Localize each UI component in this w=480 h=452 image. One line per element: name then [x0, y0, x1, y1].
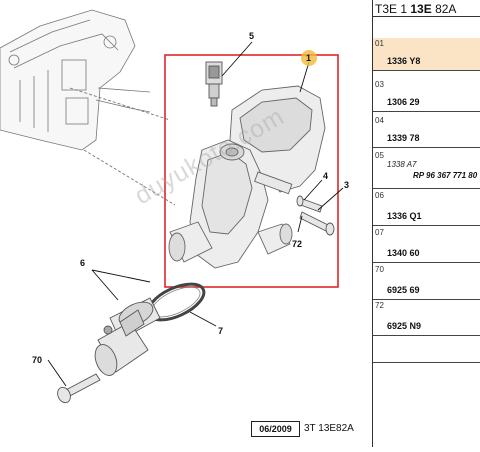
- part-number: 1336 Q1: [387, 211, 422, 221]
- callout-marker: [301, 50, 317, 66]
- thermostat-housing-drawing: 5 1 4 3 72 6 7 70: [0, 9, 349, 404]
- part-row-07[interactable]: 07 1340 60: [373, 227, 480, 263]
- part-index: 72: [375, 301, 384, 310]
- callout-3[interactable]: 3: [344, 180, 349, 190]
- bolts: [296, 195, 335, 236]
- part-reference: RP 96 367 771 80: [413, 171, 478, 180]
- thermostat-part: [94, 297, 161, 376]
- panel-divider: [373, 362, 480, 363]
- housing-part: [168, 85, 326, 269]
- leader-lines: [47, 41, 344, 387]
- part-number: 1339 78: [387, 133, 420, 143]
- callout-6[interactable]: 6: [80, 258, 85, 268]
- part-row-05[interactable]: 05 1338 A7 RP 96 367 771 80: [373, 150, 480, 189]
- part-index: 06: [375, 191, 384, 200]
- part-number: 6925 69: [387, 285, 420, 295]
- exploded-parts-diagram: 5 1 4 3 72 6 7 70 duyukoto.com 06/2009 3…: [0, 9, 354, 437]
- part-row-01[interactable]: 01 1336 Y8: [373, 38, 480, 71]
- part-number: 6925 N9: [387, 321, 422, 331]
- part-index: 07: [375, 228, 384, 237]
- part-number: 1340 60: [387, 248, 420, 258]
- part-row-72[interactable]: 72 6925 N9: [373, 300, 480, 336]
- callout-labels: 5 1 4 3 72 6 7 70: [32, 31, 349, 365]
- callout-7[interactable]: 7: [218, 326, 223, 336]
- part-number: 1336 Y8: [387, 56, 421, 66]
- part-row-04[interactable]: 04 1339 78: [373, 115, 480, 148]
- temperature-sensor: [205, 61, 223, 107]
- part-index: 03: [375, 80, 384, 89]
- callout-5[interactable]: 5: [249, 31, 254, 41]
- part-index: 70: [375, 265, 384, 274]
- highlight-box: [164, 54, 339, 288]
- date-stamp: 06/2009: [251, 421, 300, 437]
- callout-72[interactable]: 72: [292, 239, 302, 249]
- part-row-70[interactable]: 70 6925 69: [373, 264, 480, 300]
- callout-70[interactable]: 70: [32, 355, 42, 365]
- callout-1[interactable]: 1: [306, 53, 311, 63]
- parts-list-panel: T3E 1 13E 82A 01 1336 Y8 03 1306 29 04 1…: [372, 0, 480, 447]
- part-variant: 1338 A7: [387, 160, 417, 169]
- callout-4[interactable]: 4: [323, 171, 328, 181]
- panel-header: T3E 1 13E 82A: [373, 0, 480, 17]
- bolt-70: [57, 373, 101, 404]
- diagram-reference: 3T 13E82A: [304, 423, 354, 434]
- part-number: 1306 29: [387, 97, 420, 107]
- part-index: 01: [375, 39, 384, 48]
- part-index: 05: [375, 151, 384, 160]
- engine-block: [0, 9, 151, 151]
- part-row-03[interactable]: 03 1306 29: [373, 79, 480, 112]
- header-code-part2: 13E: [410, 2, 432, 16]
- part-row-06[interactable]: 06 1336 Q1: [373, 190, 480, 226]
- header-code-part1: T3E 1: [375, 2, 408, 16]
- header-code-part3: 82A: [435, 2, 457, 16]
- part-index: 04: [375, 116, 384, 125]
